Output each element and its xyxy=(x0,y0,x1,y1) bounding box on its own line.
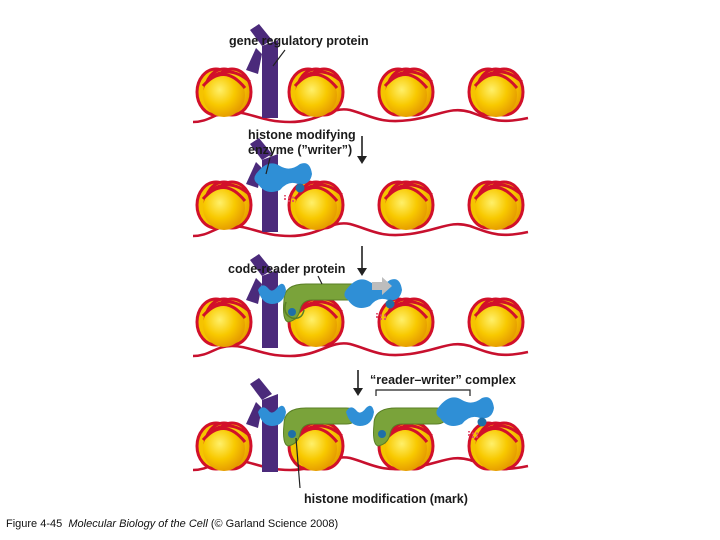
nucleosome xyxy=(467,67,525,119)
writer-enzyme xyxy=(258,405,286,426)
label-code-reader: code-reader protein xyxy=(228,262,345,276)
writer-enzyme xyxy=(254,163,312,193)
caption-book-title: Molecular Biology of the Cell xyxy=(68,518,208,530)
code-reader-protein-pocket xyxy=(284,301,305,320)
leader-line xyxy=(295,437,301,489)
down-arrow-head xyxy=(353,388,363,396)
nucleosome xyxy=(467,297,525,349)
row-4: “reader–writer” complex histone modifica… xyxy=(192,370,529,506)
nucleosome xyxy=(467,421,525,473)
code-reader-protein xyxy=(283,407,357,447)
label-histone-modification: histone modification (mark) xyxy=(304,492,468,506)
down-arrow-head xyxy=(357,156,367,164)
complex-bracket xyxy=(375,389,471,396)
caption-figure-number: Figure 4-45 xyxy=(6,518,63,530)
nucleosome xyxy=(377,180,435,232)
bound-mark xyxy=(288,308,296,316)
leader-line xyxy=(317,275,323,285)
writer-enzyme xyxy=(436,397,494,427)
nucleosome xyxy=(195,180,253,232)
leader-line xyxy=(265,157,271,175)
writer-enzyme xyxy=(258,283,286,304)
label-writer-line2: enzyme (”writer”) xyxy=(248,143,352,157)
bound-mark xyxy=(378,430,386,438)
label-gene-regulatory-protein: gene regulatory protein xyxy=(229,34,369,48)
label-reader-writer-complex: “reader–writer” complex xyxy=(370,373,516,387)
nucleosome xyxy=(377,67,435,119)
down-arrow-head xyxy=(357,268,367,276)
leader-line xyxy=(272,49,286,67)
bound-mark xyxy=(288,430,296,438)
nucleosome xyxy=(195,67,253,119)
writer-enzyme xyxy=(346,405,374,426)
row-1: gene regulatory protein xyxy=(192,24,529,124)
nucleosome xyxy=(467,180,525,232)
label-writer-line1: histone modifying xyxy=(248,128,356,142)
spread-arrow xyxy=(372,277,392,295)
nucleosome xyxy=(195,297,253,349)
dna-strand xyxy=(192,342,529,358)
code-reader-protein xyxy=(373,407,447,447)
caption-credit: (© Garland Science 2008) xyxy=(210,518,339,530)
row-2: histone modifying enzyme (”writer”) xyxy=(192,128,529,238)
nucleosome xyxy=(287,67,345,119)
row-3: code-reader protein xyxy=(192,246,529,358)
nucleosome xyxy=(195,421,253,473)
figure-caption: Figure 4-45 Molecular Biology of the Cel… xyxy=(6,518,338,530)
